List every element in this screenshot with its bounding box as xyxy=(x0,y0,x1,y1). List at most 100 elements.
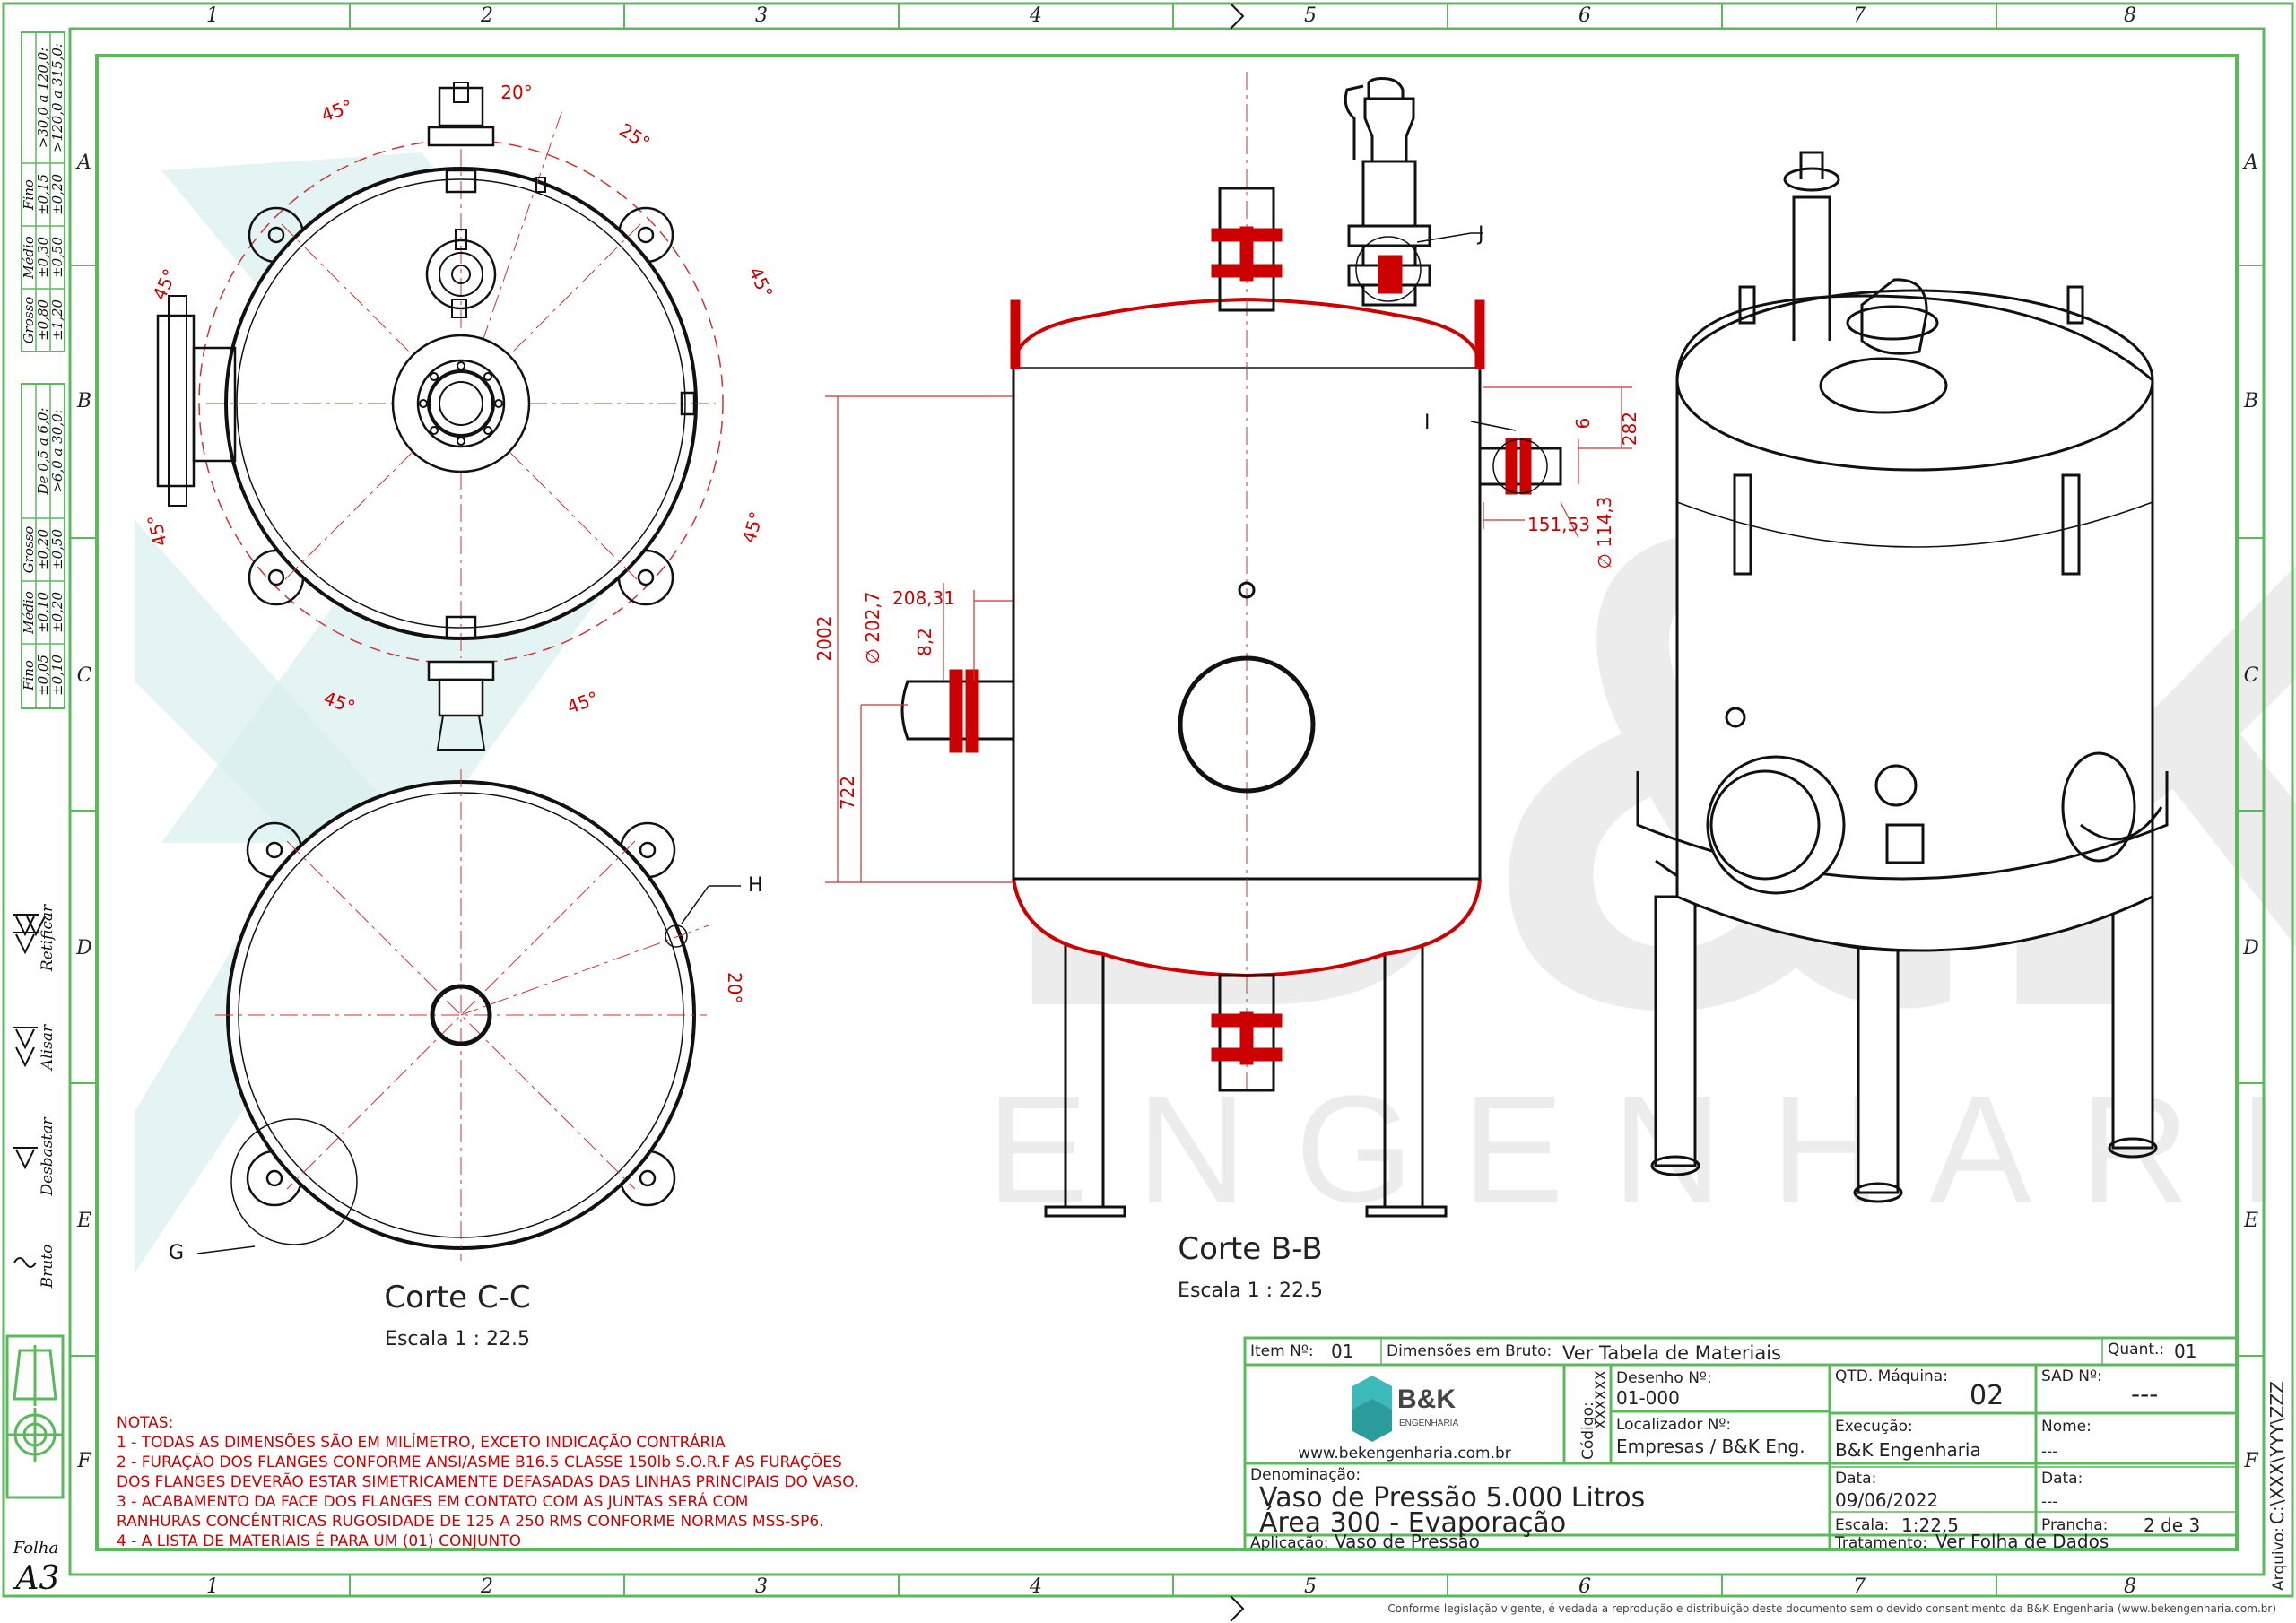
tol-value: ±1,20 xyxy=(49,299,65,341)
sheet-format-value: A3 xyxy=(13,1560,60,1597)
angle-label: 20° xyxy=(724,972,745,1003)
col-label: 2 xyxy=(480,4,493,27)
tratamento-label: Tratamento: xyxy=(1834,1534,1927,1552)
localizador-label: Localizador Nº: xyxy=(1616,1416,1731,1434)
nome-value: --- xyxy=(2041,1443,2057,1461)
note-line: 2 - FURAÇÃO DOS FLANGES CONFORME ANSI/AS… xyxy=(117,1452,842,1471)
aplicacao-value: Vaso de Pressão xyxy=(1335,1531,1480,1552)
execucao-value: B&K Engenharia xyxy=(1835,1439,1981,1461)
column-labels: 1 2 3 4 5 6 7 8 1 2 3 4 5 6 7 8 xyxy=(206,4,2136,1598)
row-label: B xyxy=(76,390,91,412)
nome-label: Nome: xyxy=(2041,1418,2092,1436)
dim-6: 6 xyxy=(1572,418,1594,430)
tol-value: ±0,50 xyxy=(49,529,65,570)
angle-label: 45° xyxy=(564,687,602,718)
prancha-value: 2 de 3 xyxy=(2144,1515,2200,1536)
corte-cc-bottom-view xyxy=(196,769,741,1261)
codigo-label: Código: xyxy=(1579,1402,1597,1460)
col-label: 6 xyxy=(1578,4,1591,27)
angle-label: 45° xyxy=(318,95,356,126)
company-logo: B&K ENGENHARIA xyxy=(1352,1376,1458,1442)
title-block xyxy=(1243,1336,2239,1551)
qtd-value: 02 xyxy=(1970,1380,2004,1411)
tol-value: ±0,50 xyxy=(49,237,65,278)
dim-202: ∅ 202,7 xyxy=(862,591,883,664)
escala-label: Escala: xyxy=(1835,1516,1889,1534)
execucao-label: Execução: xyxy=(1835,1418,1913,1436)
corte-cc-title: Corte C-C xyxy=(384,1280,530,1315)
col-label: 4 xyxy=(1029,1575,1042,1598)
codigo-value: XXXXXX xyxy=(1592,1370,1609,1429)
col-label: 3 xyxy=(755,4,768,27)
row-label: A xyxy=(75,152,91,174)
note-line: 3 - ACABAMENTO DA FACE DOS FLANGES EM CO… xyxy=(117,1491,748,1511)
row-label: F xyxy=(2243,1450,2258,1472)
col-label: 5 xyxy=(1304,1575,1317,1598)
alisar-label: Alisar xyxy=(39,1024,57,1072)
col-label: 7 xyxy=(1853,1575,1866,1598)
item-value: 01 xyxy=(1331,1341,1353,1362)
row-label: F xyxy=(76,1450,91,1472)
data-label: Data: xyxy=(1835,1470,1876,1488)
dim-282: 282 xyxy=(1619,412,1640,446)
projection-symbol xyxy=(5,1334,65,1499)
tol-range: De 0,5 a 6,0: xyxy=(35,408,51,496)
note-line: RANHURAS CONCÊNTRICAS RUGOSIDADE DE 125 … xyxy=(117,1511,824,1531)
desbastar-symbol xyxy=(13,1147,38,1170)
desenho-label: Desenho Nº: xyxy=(1616,1369,1712,1387)
tol-value: ±0,20 xyxy=(35,529,51,570)
angle-label: 45° xyxy=(744,264,777,301)
notes: NOTAS: 1 - TODAS AS DIMENSÕES SÃO EM MIL… xyxy=(117,1414,858,1550)
col-label: 1 xyxy=(206,4,219,27)
website: www.bekengenharia.com.br xyxy=(1298,1445,1511,1462)
col-label: 4 xyxy=(1029,4,1042,27)
prancha-label: Prancha: xyxy=(2041,1516,2108,1534)
col-label: 6 xyxy=(1578,1575,1591,1598)
callout-G: G xyxy=(169,1242,184,1264)
corte-bb-scale: Escala 1 : 22.5 xyxy=(1178,1280,1323,1302)
sad-value: --- xyxy=(2131,1379,2158,1409)
tol-value: ±0,30 xyxy=(35,237,51,278)
sad-label: SAD Nº: xyxy=(2041,1367,2102,1385)
col-label: 7 xyxy=(1853,4,1866,27)
row-label: E xyxy=(2243,1210,2258,1232)
item-label: Item Nº: xyxy=(1250,1342,1314,1360)
denominacao-line2: Área 300 - Evaporação xyxy=(1259,1506,1566,1539)
note-line: 4 - A LISTA DE MATERIAIS É PARA UM (01) … xyxy=(117,1531,521,1550)
tratamento-value: Ver Folha de Dados xyxy=(1935,1531,2109,1552)
row-label: D xyxy=(75,937,92,959)
tol-value: ±0,05 xyxy=(35,655,51,696)
tol-header: Médio xyxy=(21,236,37,280)
tol-header: Fino xyxy=(21,660,37,691)
logo-subtext: ENGENHARIA xyxy=(1399,1419,1458,1428)
angle-label: 45° xyxy=(738,509,768,546)
col-label: 8 xyxy=(2124,4,2136,27)
tol-value: ±0,10 xyxy=(49,655,65,696)
watermark-text: ENGENHARIA xyxy=(987,1064,2296,1235)
tol-range: >120,0 a 315,0: xyxy=(49,43,65,152)
sheet-format-label: Folha xyxy=(13,1539,58,1558)
data2-label: Data: xyxy=(2041,1470,2083,1488)
desenho-value: 01-000 xyxy=(1616,1387,1680,1409)
corte-bb-view xyxy=(900,72,1562,1218)
row-labels: A B C D E F A B C D E F xyxy=(75,152,2259,1472)
dim-2002: 2002 xyxy=(813,616,835,662)
bruto-symbol xyxy=(13,1257,37,1268)
retificar-symbol xyxy=(13,914,46,955)
dim-722: 722 xyxy=(837,776,858,810)
tol-header: Grosso xyxy=(21,297,37,344)
notes-title: NOTAS: xyxy=(117,1414,173,1432)
arquivo-label: Arquivo: xyxy=(2270,1527,2288,1591)
qtd-label: QTD. Máquina: xyxy=(1835,1367,1948,1385)
dim-bruto-value: Ver Tabela de Materiais xyxy=(1562,1342,1781,1364)
row-label: A xyxy=(2242,152,2258,174)
bruto-label: Bruto xyxy=(39,1245,57,1289)
corte-bb-title: Corte B-B xyxy=(1178,1231,1322,1267)
callout-H: H xyxy=(748,874,763,897)
row-label: D xyxy=(2242,937,2259,959)
footer-legal: Conforme legislação vigente, é vedada a … xyxy=(1387,1602,2276,1615)
col-label: 2 xyxy=(480,1575,493,1598)
tol-value: ±0,20 xyxy=(49,592,65,633)
